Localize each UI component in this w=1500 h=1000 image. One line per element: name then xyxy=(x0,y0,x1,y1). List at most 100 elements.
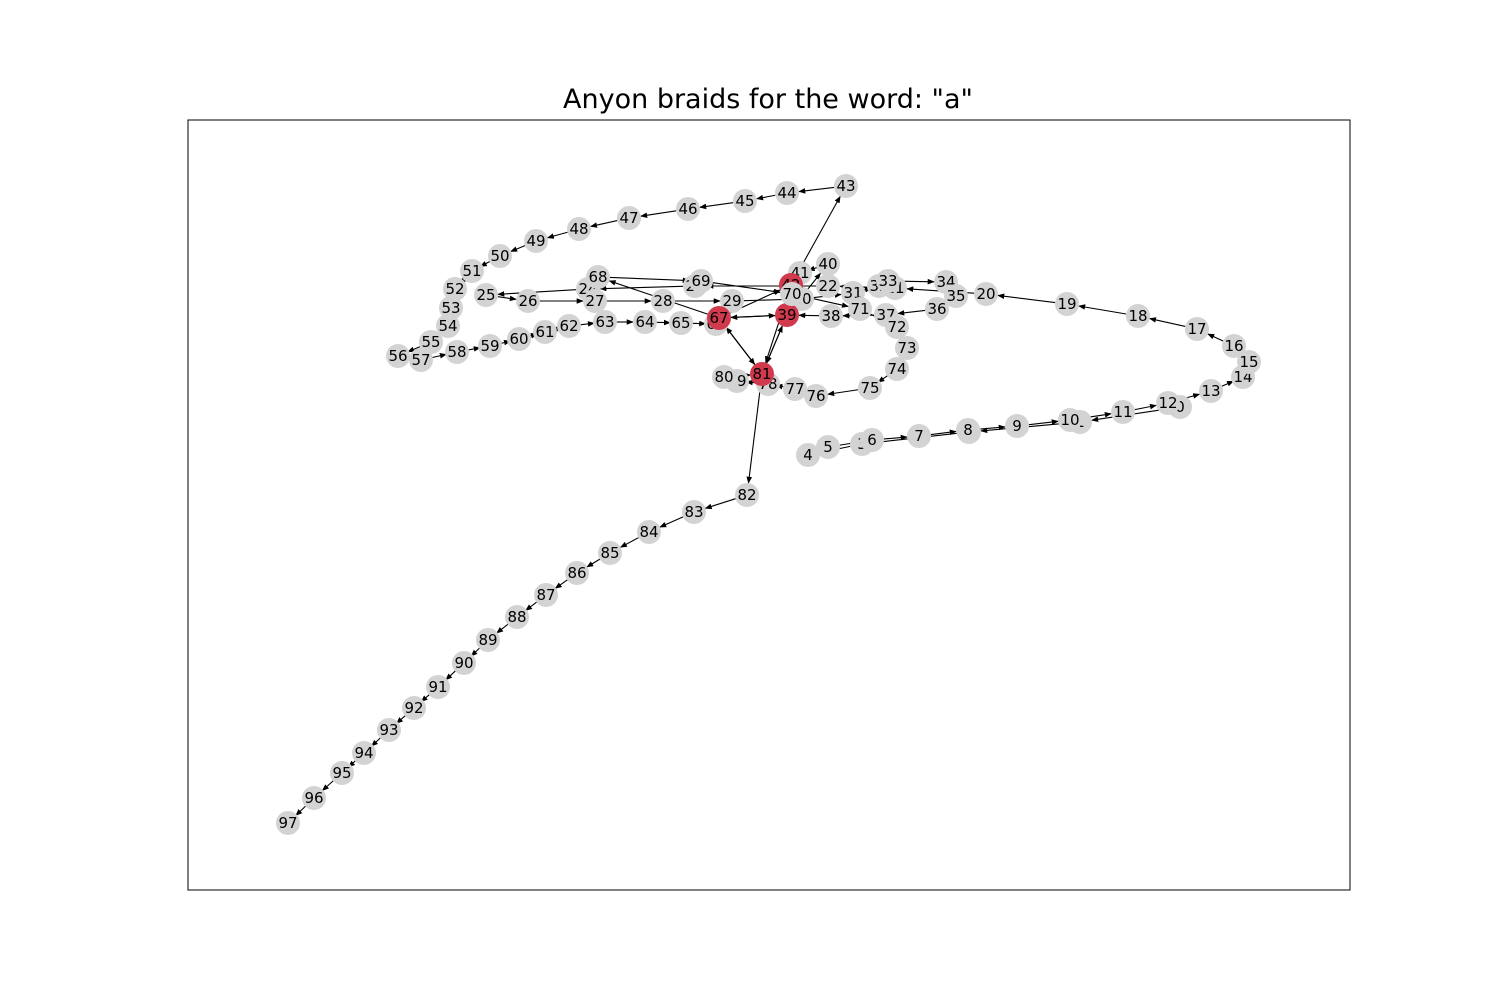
node-circle xyxy=(452,651,476,675)
node-58: 58 xyxy=(445,340,469,364)
node-circle xyxy=(848,297,872,321)
edge-48-49 xyxy=(546,231,568,239)
node-label: 61 xyxy=(535,323,554,341)
node-circle xyxy=(735,483,759,507)
node-circle xyxy=(593,310,617,334)
node-47: 47 xyxy=(617,206,641,230)
node-94: 94 xyxy=(352,741,376,765)
node-circle xyxy=(651,289,675,313)
edge-84-85 xyxy=(619,537,639,548)
node-label: 63 xyxy=(595,313,614,331)
node-50: 50 xyxy=(488,244,512,268)
node-label: 92 xyxy=(404,699,423,717)
node-label: 13 xyxy=(1201,382,1220,400)
node-label: 43 xyxy=(836,177,855,195)
node-label: 46 xyxy=(678,200,697,218)
node-label: 36 xyxy=(927,300,946,318)
node-label: 33 xyxy=(878,272,897,290)
node-circle xyxy=(689,269,713,293)
node-circle xyxy=(476,628,500,652)
node-label: 53 xyxy=(441,299,460,317)
node-circle xyxy=(775,181,799,205)
node-76: 76 xyxy=(804,384,828,408)
node-label: 93 xyxy=(379,721,398,739)
edge-45-46 xyxy=(699,202,734,210)
edge-13-14 xyxy=(1220,380,1235,388)
node-label: 0 xyxy=(1175,398,1185,416)
node-circle xyxy=(1156,391,1180,415)
node-circle xyxy=(516,289,540,313)
node-label: 56 xyxy=(388,347,407,365)
node-label: 81 xyxy=(752,365,771,383)
edge-18-19 xyxy=(1078,304,1127,315)
node-label: 96 xyxy=(304,789,323,807)
node-label: 26 xyxy=(518,292,537,310)
edge-9-10 xyxy=(1028,419,1059,426)
node-label: 6 xyxy=(867,431,877,449)
node-label: 73 xyxy=(897,339,916,357)
node-label: 74 xyxy=(887,360,906,378)
node-4: 4 xyxy=(796,443,820,467)
node-circle xyxy=(583,289,607,313)
node-label: 83 xyxy=(684,503,703,521)
node-label: 71 xyxy=(850,300,869,318)
edge-36-37 xyxy=(897,309,926,316)
edge-49-50 xyxy=(510,244,526,253)
node-label: 88 xyxy=(507,608,526,626)
node-label: 39 xyxy=(777,306,796,324)
node-97: 97 xyxy=(276,811,300,835)
node-label: 35 xyxy=(946,287,965,305)
node-25: 25 xyxy=(474,283,498,307)
node-label: 50 xyxy=(490,247,509,265)
edge-95-96 xyxy=(321,780,334,791)
node-circle xyxy=(1055,292,1079,316)
node-17: 17 xyxy=(1185,317,1209,341)
node-circle xyxy=(733,189,757,213)
edge-17-18 xyxy=(1149,317,1186,327)
node-77: 77 xyxy=(783,377,807,401)
node-52: 52 xyxy=(443,277,467,301)
node-circle xyxy=(586,265,610,289)
edge-19-20 xyxy=(997,293,1056,304)
node-43: 43 xyxy=(834,174,858,198)
node-80: 80 xyxy=(712,365,736,389)
node-circle xyxy=(377,718,401,742)
node-44: 44 xyxy=(775,181,799,205)
node-11: 11 xyxy=(1111,400,1135,424)
node-circle xyxy=(505,605,529,629)
edge-81-39 xyxy=(766,325,783,364)
node-54: 54 xyxy=(436,314,460,338)
node-label: 91 xyxy=(428,678,447,696)
node-label: 64 xyxy=(635,313,654,331)
node-63: 63 xyxy=(593,310,617,334)
node-circle xyxy=(816,435,840,459)
node-label: 48 xyxy=(569,220,588,238)
node-label: 12 xyxy=(1158,394,1177,412)
node-label: 90 xyxy=(454,654,473,672)
node-circle xyxy=(598,541,622,565)
node-circle xyxy=(633,310,657,334)
node-circle xyxy=(816,274,840,298)
node-circle xyxy=(885,315,909,339)
node-circle xyxy=(507,327,531,351)
node-64: 64 xyxy=(633,310,657,334)
node-circle xyxy=(780,282,804,306)
node-label: 82 xyxy=(737,486,756,504)
node-circle xyxy=(426,675,450,699)
node-90: 90 xyxy=(452,651,476,675)
node-circle xyxy=(1222,334,1246,358)
node-circle xyxy=(436,314,460,338)
node-70: 70 xyxy=(780,282,804,306)
node-label: 75 xyxy=(860,379,879,397)
node-label: 76 xyxy=(806,387,825,405)
node-75: 75 xyxy=(858,376,882,400)
node-label: 9 xyxy=(1012,417,1022,435)
node-circle xyxy=(816,252,840,276)
edge-75-76 xyxy=(827,389,859,397)
edge-83-84 xyxy=(659,516,684,528)
node-51: 51 xyxy=(460,259,484,283)
edge-92-93 xyxy=(395,714,407,724)
edge-39-67 xyxy=(730,314,776,320)
edge-82-83 xyxy=(704,498,736,510)
